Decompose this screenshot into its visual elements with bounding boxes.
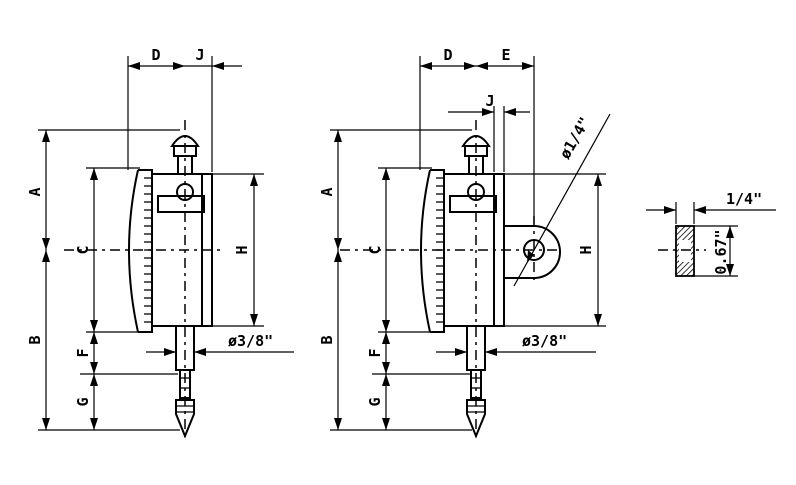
label-f-left: F <box>74 348 92 357</box>
label-g-left: G <box>74 397 92 406</box>
label-lug-thickness: 1/4" <box>726 190 762 208</box>
label-b-left: B <box>26 335 44 344</box>
label-e-right: E <box>501 46 510 64</box>
label-h-left: H <box>233 245 251 254</box>
label-stem-dia-left: ø3/8" <box>228 332 273 350</box>
label-d-right: D <box>443 46 452 64</box>
label-c-left: C <box>74 245 92 254</box>
label-lug-hole-dia: ø1/4" <box>556 114 594 162</box>
left-dimensions <box>38 56 294 431</box>
label-g-right: G <box>366 397 384 406</box>
label-lug-height: 0.67" <box>712 229 730 274</box>
left-view <box>64 120 222 440</box>
label-stem-dia-right: ø3/8" <box>522 332 567 350</box>
label-a-left: A <box>26 187 44 196</box>
right-dimensions <box>330 56 611 431</box>
label-a-right: A <box>318 187 336 196</box>
label-c-right: C <box>366 245 384 254</box>
label-b-right: B <box>318 335 336 344</box>
label-j-right: J <box>485 92 494 110</box>
label-d-left: D <box>151 46 160 64</box>
left-bezel-knurl <box>144 177 152 323</box>
right-bezel-knurl <box>436 177 444 323</box>
label-h-right: H <box>577 245 595 254</box>
right-view <box>340 120 561 440</box>
label-j-left: J <box>195 46 204 64</box>
label-f-right: F <box>366 348 384 357</box>
lug-section-detail <box>646 202 776 277</box>
